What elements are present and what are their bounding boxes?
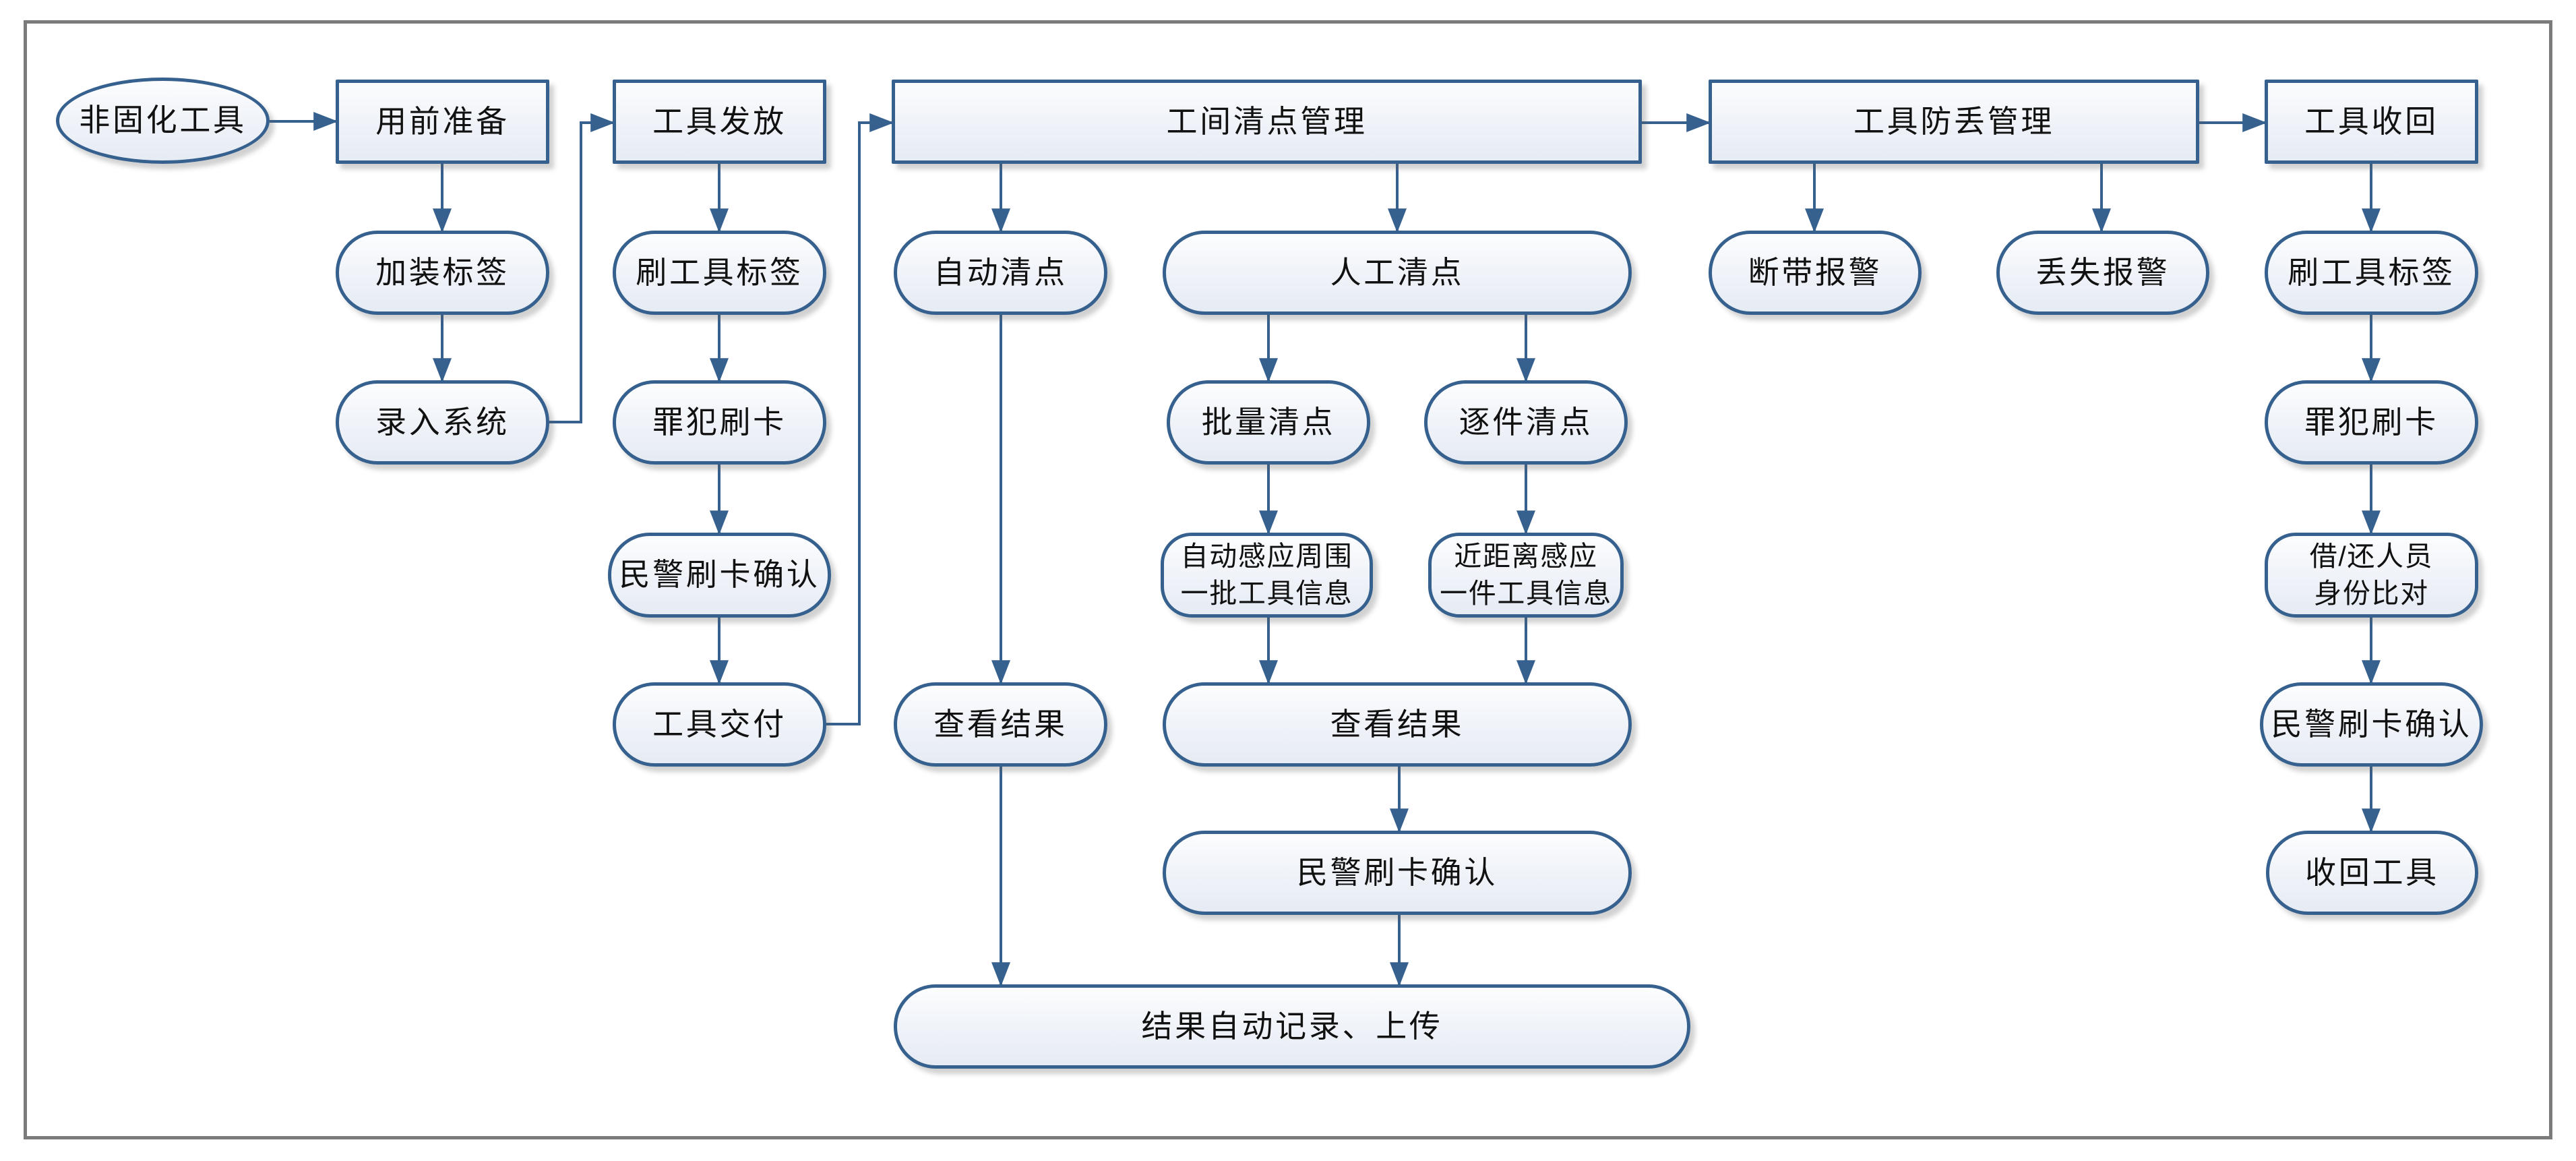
node-manual-count-label: 人工清点 — [1330, 254, 1465, 290]
node-scan-tool-tag-1: 刷工具标签 — [613, 231, 826, 315]
node-tool-deliver: 工具交付 — [613, 682, 826, 767]
node-police-confirm-3-label: 民警刷卡确认 — [2271, 706, 2472, 742]
e-enter-issue — [549, 113, 615, 423]
node-enter-system: 录入系统 — [336, 380, 549, 465]
node-manual-count: 人工清点 — [1163, 231, 1632, 315]
node-tool-deliver-label: 工具交付 — [652, 706, 787, 742]
node-loss-alarm: 丢失报警 — [1996, 231, 2209, 315]
node-take-back-tool-label: 收回工具 — [2305, 854, 2439, 890]
node-prisoner-swipe-1-label: 罪犯刷卡 — [652, 404, 787, 440]
node-auto-count: 自动清点 — [894, 231, 1107, 315]
node-scan-tool-tag-2: 刷工具标签 — [2265, 231, 2478, 315]
node-piece-sense: 近距离感应一件工具信息 — [1428, 533, 1624, 618]
node-piece-count-label: 逐件清点 — [1459, 404, 1593, 440]
node-scan-tool-tag-1-label: 刷工具标签 — [636, 254, 803, 290]
node-add-label: 加装标签 — [336, 231, 549, 315]
node-piece-count: 逐件清点 — [1424, 380, 1628, 465]
node-record-upload: 结果自动记录、上传 — [894, 984, 1690, 1069]
node-strap-break-alarm-label: 断带报警 — [1748, 254, 1882, 290]
node-tool-issue-label: 工具发放 — [652, 103, 787, 139]
node-view-result-auto: 查看结果 — [894, 682, 1107, 767]
node-tool-recycle-label: 工具收回 — [2304, 103, 2439, 139]
node-identity-compare-label: 借/还人员 — [2309, 540, 2434, 572]
node-workshop-count-mgmt: 工间清点管理 — [892, 80, 1642, 164]
node-batch-sense: 自动感应周围一批工具信息 — [1161, 533, 1373, 618]
node-record-upload-label: 结果自动记录、上传 — [1141, 1008, 1443, 1044]
node-tool-recycle: 工具收回 — [2265, 80, 2478, 164]
node-start-tool: 非固化工具 — [56, 78, 270, 164]
node-start-tool-label: 非固化工具 — [79, 102, 247, 138]
node-view-result-auto-label: 查看结果 — [933, 706, 1068, 742]
node-auto-count-label: 自动清点 — [933, 254, 1068, 290]
node-police-confirm-1: 民警刷卡确认 — [608, 533, 831, 618]
node-pre-use-prep: 用前准备 — [336, 80, 549, 164]
e-deliver-workshop — [826, 113, 894, 725]
node-piece-sense-label: 一件工具信息 — [1440, 578, 1612, 609]
node-workshop-count-mgmt-label: 工间清点管理 — [1166, 103, 1368, 139]
node-police-confirm-2-label: 民警刷卡确认 — [1296, 854, 1498, 890]
node-batch-sense-label: 自动感应周围 — [1180, 540, 1353, 572]
node-anti-loss-mgmt-label: 工具防丢管理 — [1853, 103, 2055, 139]
node-batch-count-label: 批量清点 — [1201, 404, 1336, 440]
node-police-confirm-2: 民警刷卡确认 — [1163, 831, 1632, 915]
node-prisoner-swipe-2-label: 罪犯刷卡 — [2304, 404, 2439, 440]
node-police-confirm-3: 民警刷卡确认 — [2260, 682, 2483, 767]
node-view-result-manual: 查看结果 — [1163, 682, 1632, 767]
node-piece-sense-label: 近距离感应 — [1454, 540, 1598, 572]
node-take-back-tool: 收回工具 — [2266, 831, 2478, 915]
node-prisoner-swipe-1: 罪犯刷卡 — [613, 380, 826, 465]
node-add-label-label: 加装标签 — [375, 254, 510, 290]
node-tool-issue: 工具发放 — [613, 80, 826, 164]
node-scan-tool-tag-2-label: 刷工具标签 — [2288, 254, 2455, 290]
node-loss-alarm-label: 丢失报警 — [2035, 254, 2170, 290]
node-batch-count: 批量清点 — [1167, 380, 1370, 465]
node-police-confirm-1-label: 民警刷卡确认 — [619, 557, 820, 593]
node-identity-compare-label: 身份比对 — [2314, 578, 2429, 609]
node-prisoner-swipe-2: 罪犯刷卡 — [2265, 380, 2478, 465]
node-pre-use-prep-label: 用前准备 — [375, 103, 510, 139]
node-strap-break-alarm: 断带报警 — [1709, 231, 1922, 315]
node-view-result-manual-label: 查看结果 — [1330, 706, 1465, 742]
node-anti-loss-mgmt: 工具防丢管理 — [1709, 80, 2199, 164]
node-enter-system-label: 录入系统 — [375, 404, 510, 440]
node-identity-compare: 借/还人员身份比对 — [2265, 533, 2478, 618]
node-batch-sense-label: 一批工具信息 — [1180, 578, 1353, 609]
